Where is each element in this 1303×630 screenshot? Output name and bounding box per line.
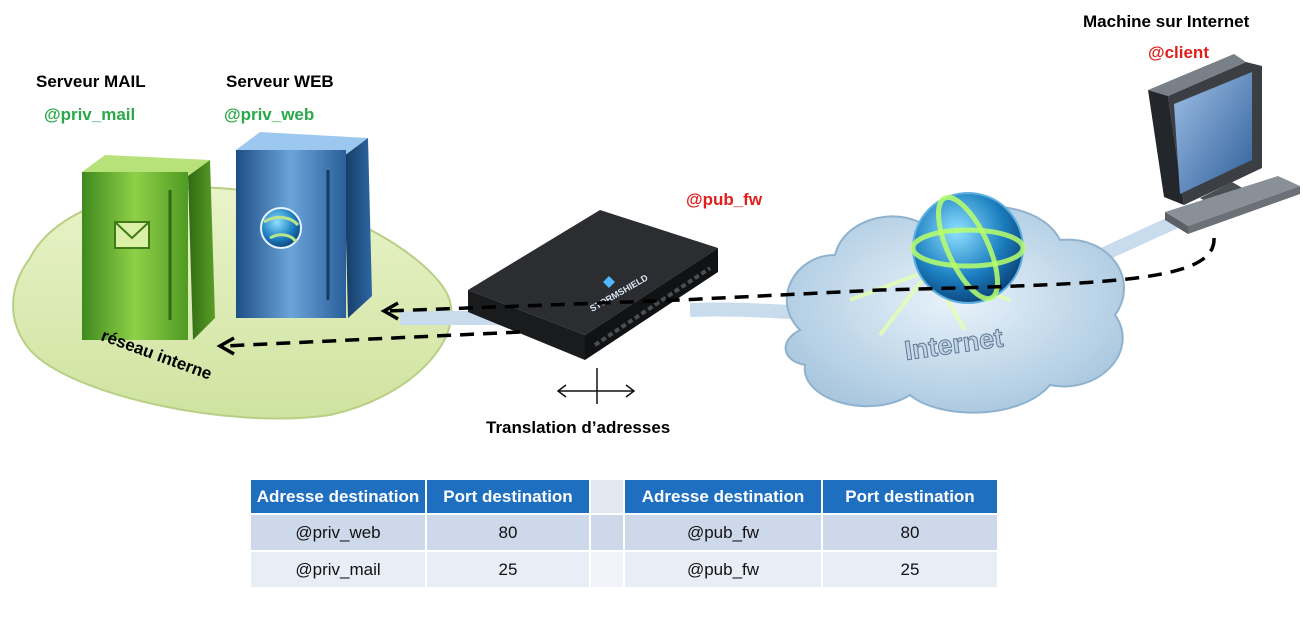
nat-table: Adresse destination Port destination Adr…	[249, 478, 999, 589]
firewall-icon	[468, 210, 718, 360]
cell-public-port: 80	[823, 515, 997, 550]
cell-private-address: @priv_mail	[251, 552, 425, 587]
mail-server-label: Serveur MAIL	[36, 72, 146, 91]
cell-separator	[591, 515, 623, 550]
web-server-icon	[236, 132, 372, 318]
flow-web-arrowhead	[380, 301, 399, 321]
internet-cloud-icon	[784, 192, 1125, 414]
network-diagram: STORMSHIELD Internet réseau interne	[12, 54, 1300, 420]
cell-private-port: 25	[427, 552, 589, 587]
table-row: @priv_mail 25 @pub_fw 25	[251, 552, 997, 587]
header-separator	[591, 480, 623, 513]
internal-network-pad	[12, 186, 453, 420]
cell-private-port: 80	[427, 515, 589, 550]
client-address: @client	[1148, 43, 1209, 62]
table-row: @priv_web 80 @pub_fw 80	[251, 515, 997, 550]
flow-mail-dashed	[223, 330, 521, 348]
cell-private-address: @priv_web	[251, 515, 425, 550]
translation-label: Translation d’adresses	[486, 418, 671, 437]
web-server-label: Serveur WEB	[226, 72, 334, 91]
cell-public-address: @pub_fw	[625, 515, 821, 550]
mail-server-address: @priv_mail	[44, 105, 136, 124]
header-dest-port-private: Port destination	[427, 480, 589, 513]
client-computer-icon	[1148, 54, 1300, 234]
cell-separator	[591, 552, 623, 587]
mail-server-icon	[82, 155, 215, 340]
nat-table-header-row: Adresse destination Port destination Adr…	[251, 480, 997, 513]
translation-arrow	[556, 368, 636, 404]
header-dest-port-public: Port destination	[823, 480, 997, 513]
cell-public-port: 25	[823, 552, 997, 587]
internet-machine-label: Machine sur Internet	[1083, 12, 1250, 31]
header-dest-address-private: Adresse destination	[251, 480, 425, 513]
header-dest-address-public: Adresse destination	[625, 480, 821, 513]
web-server-address: @priv_web	[224, 105, 315, 124]
cell-public-address: @pub_fw	[625, 552, 821, 587]
firewall-address: @pub_fw	[686, 190, 763, 209]
flow-mail-arrowhead	[216, 336, 235, 356]
